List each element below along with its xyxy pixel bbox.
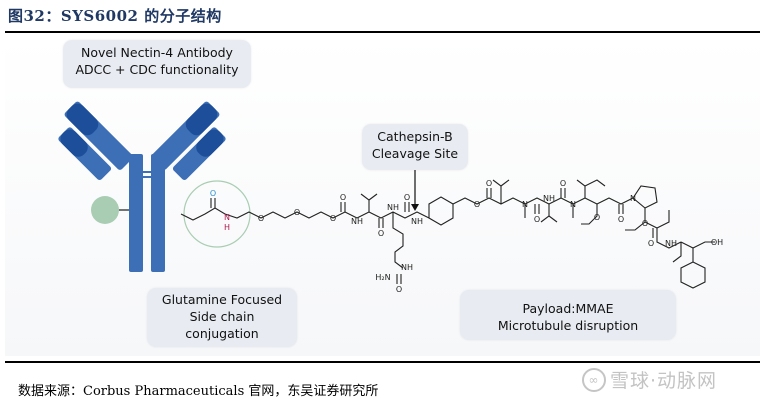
atom-label: N xyxy=(522,200,528,209)
atom-label: O xyxy=(340,193,346,202)
callout-text: Glutamine Focused xyxy=(161,292,283,307)
watermark: ∞ 雪球·动脉网 xyxy=(582,366,717,393)
callout-conjugation: Glutamine Focused Side chain conjugation xyxy=(147,288,297,347)
atom-label: O xyxy=(594,213,600,222)
antibody-icon xyxy=(58,101,226,272)
atom-label: NH xyxy=(387,203,399,212)
atom-label: NH xyxy=(411,217,423,226)
conjugation-highlight xyxy=(183,180,251,248)
callout-text: ADCC + CDC functionality xyxy=(75,62,239,77)
callout-text: Side chain xyxy=(189,309,255,324)
callout-text: Microtubule disruption xyxy=(497,318,639,333)
atom-label: N xyxy=(630,194,636,203)
callout-text: Payload:MMAE xyxy=(522,301,614,316)
atom-label: OH xyxy=(711,238,723,247)
atom-label: NH xyxy=(543,194,555,203)
arrow-head-icon xyxy=(411,204,419,211)
atom-label: O xyxy=(294,208,300,217)
bottom-divider xyxy=(5,361,760,363)
watermark-text: 雪球·动脉网 xyxy=(610,370,718,392)
atom-label: N xyxy=(570,200,576,209)
atom-label: O xyxy=(330,214,336,223)
atom-label: O xyxy=(486,179,492,188)
top-divider xyxy=(5,31,760,33)
atom-label: H xyxy=(224,223,230,232)
atom-label: O xyxy=(396,285,402,294)
atom-label: NH xyxy=(351,217,363,226)
figure-title: 图32：SYS6002 的分子结构 xyxy=(8,7,222,25)
atom-label: O xyxy=(560,179,566,188)
atom-label: H₂N xyxy=(375,273,390,282)
atom-label: N xyxy=(224,213,230,222)
molecule-figure: O N H O O O O NH O NH O NH NH H₂N O O O … xyxy=(5,36,760,356)
atom-label: O xyxy=(378,229,384,238)
callout-text: conjugation xyxy=(185,326,259,341)
structure-diagram: O N H O O O O NH O NH O NH NH H₂N O O O … xyxy=(58,101,723,294)
callout-antibody: Novel Nectin-4 Antibody ADCC + CDC funct… xyxy=(63,40,251,88)
atom-label: O xyxy=(648,239,654,248)
callout-payload: Payload:MMAE Microtubule disruption xyxy=(460,290,676,340)
glycan-icon xyxy=(91,196,119,224)
atom-label: O xyxy=(210,189,216,198)
atom-label: O xyxy=(618,215,624,224)
watermark-logo-icon: ∞ xyxy=(582,367,606,392)
callout-cleavage-site: Cathepsin-B Cleavage Site xyxy=(362,124,468,170)
atom-label: O xyxy=(258,214,264,223)
callout-text: Cleavage Site xyxy=(371,146,459,161)
source-note: 数据来源：Corbus Pharmaceuticals 官网，东吴证券研究所 xyxy=(18,384,379,399)
callout-text: Novel Nectin-4 Antibody xyxy=(81,45,233,60)
atom-label: NH xyxy=(401,263,413,272)
linker-chain xyxy=(180,179,715,289)
atom-label: NH xyxy=(665,239,677,248)
atom-label: O xyxy=(642,219,648,228)
callout-text: Cathepsin-B xyxy=(377,129,453,144)
atom-label: O xyxy=(404,193,410,202)
atom-label: O xyxy=(534,215,540,224)
atom-label: O xyxy=(474,200,480,209)
